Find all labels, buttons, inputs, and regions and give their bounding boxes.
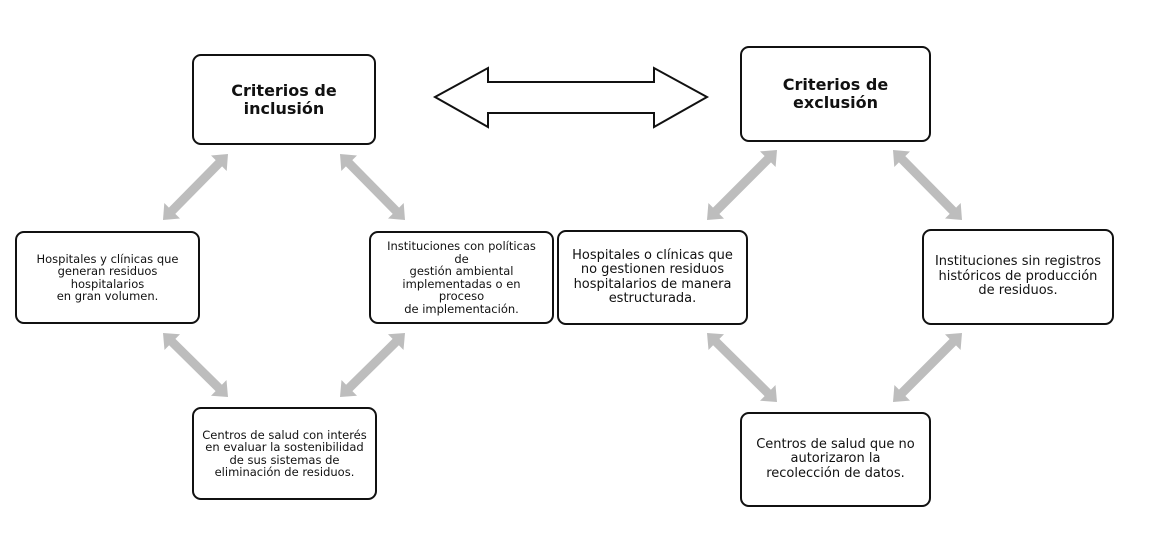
connector-inclusion-top-right <box>340 154 405 220</box>
exclusion-item-instituciones: Instituciones sin registros históricos d… <box>922 229 1114 325</box>
inclusion-title: Criterios de inclusión <box>231 80 337 118</box>
connectors <box>163 150 962 402</box>
connector-inclusion-bottom-left <box>163 333 228 397</box>
exclusion-title-box: Criterios de exclusión <box>740 46 931 142</box>
inclusion-title-box: Criterios de inclusión <box>192 54 376 145</box>
inclusion-item-hospitales: Hospitales y clínicas que generan residu… <box>15 231 200 324</box>
connector-exclusion-bottom-right <box>893 333 962 402</box>
connector-inclusion-top-left <box>163 154 228 220</box>
connector-exclusion-top-left <box>707 150 777 220</box>
connector-exclusion-bottom-left <box>707 333 777 402</box>
inclusion-item-centros: Centros de salud con interés en evaluar … <box>192 407 377 500</box>
exclusion-title: Criterios de exclusión <box>782 75 889 112</box>
connector-exclusion-top-right <box>893 150 962 220</box>
double-arrow <box>432 66 710 129</box>
inclusion-item-instituciones: Instituciones con políticas de gestión a… <box>369 231 554 324</box>
exclusion-item-centros: Centros de salud que no autorizaron la r… <box>740 412 931 507</box>
connector-inclusion-bottom-right <box>340 333 405 397</box>
exclusion-item-hospitales: Hospitales o clínicas que no gestionen r… <box>557 230 748 325</box>
